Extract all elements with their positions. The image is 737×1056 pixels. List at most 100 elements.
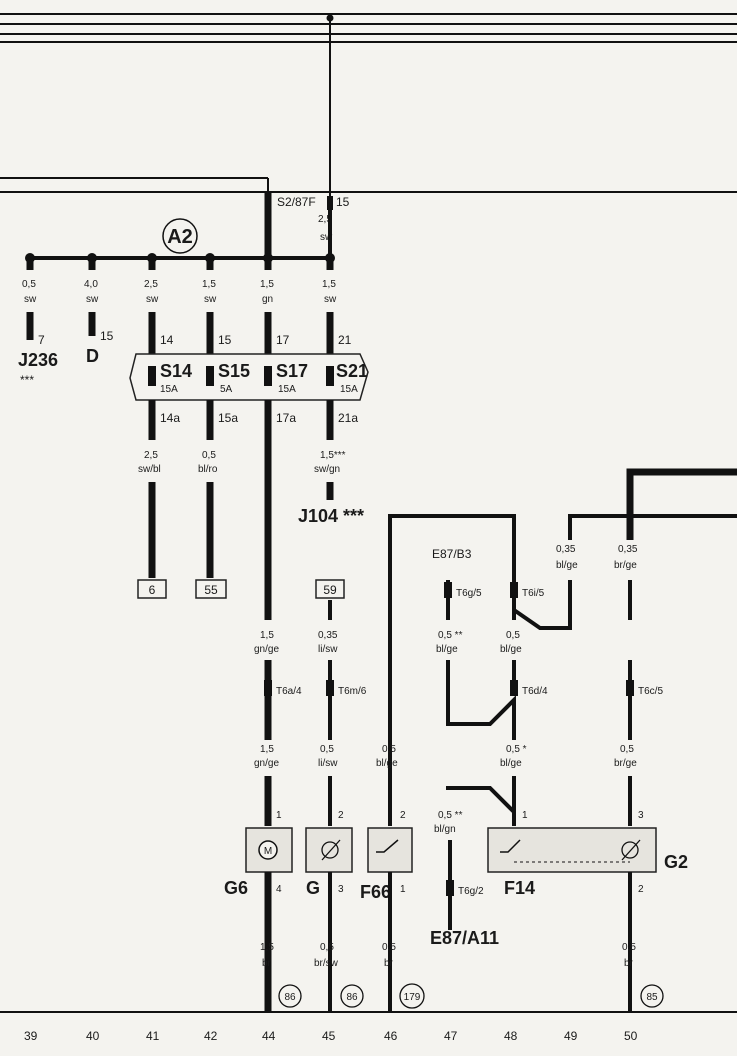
wire-color: bl/ge	[500, 758, 522, 769]
component-g	[305, 827, 353, 873]
connector-label: T6i/5	[522, 588, 545, 599]
wire-color: br	[262, 958, 272, 969]
wire-color: sw/gn	[314, 464, 340, 475]
ground-refs: 86 86 179 85	[278, 983, 664, 1009]
pin-number: 1	[522, 810, 528, 821]
feed-color: gn	[262, 294, 273, 305]
wire-color: br/ge	[614, 560, 637, 571]
wire-gauge: 0,5	[202, 450, 216, 461]
component-label-g: G	[306, 878, 320, 898]
wire-color: br/ge	[614, 758, 637, 769]
pin-number: 2	[338, 810, 344, 821]
fuse-out-pin: 15a	[218, 411, 238, 425]
a2-label-circle: A2	[162, 218, 198, 254]
column-number: 40	[86, 1029, 100, 1043]
ref-boxes: 6 55 59	[137, 579, 345, 599]
node-s2-87f: S2/87F	[277, 195, 316, 209]
component-f66	[367, 827, 413, 873]
wire-gauge: 0,35	[318, 630, 338, 641]
connector-label: T6d/4	[522, 686, 548, 697]
feed-gauge: 1,5	[202, 279, 216, 290]
column-number: 45	[322, 1029, 336, 1043]
wire-color: bl/gn	[434, 824, 456, 835]
wire-gauge: 0,5 **	[438, 810, 463, 821]
ground-ref: 86	[346, 992, 358, 1003]
component-d: D	[86, 346, 99, 366]
pin-number: 1	[276, 810, 282, 821]
wire-gauge: 0,5	[620, 744, 634, 755]
fuse-rating: 15A	[278, 384, 296, 395]
component-label-g6: G6	[224, 878, 248, 898]
wire-color: sw/bl	[138, 464, 161, 475]
fuse-out-pin: 17a	[276, 411, 296, 425]
column-numbers: 39 40 41 42 44 45 46 47 48 49 50	[24, 1029, 638, 1043]
wire-gauge: 0,5	[320, 942, 334, 953]
feed-gauge: 1,5	[260, 279, 274, 290]
component-label-f66: F66	[360, 882, 391, 902]
component-j104: J104 ***	[298, 506, 364, 526]
fuse-id: S14	[160, 361, 192, 381]
mid-wires	[264, 600, 632, 740]
column-number: 48	[504, 1029, 518, 1043]
column-number: 44	[262, 1029, 276, 1043]
pin-number: 15	[100, 329, 114, 343]
wire-gauge: 1,5	[260, 630, 274, 641]
ref-box-6: 6	[149, 583, 156, 597]
pin-number: 2	[638, 884, 644, 895]
fuse-out-pin: 21a	[338, 411, 358, 425]
feed-gauge: 2,5	[144, 279, 158, 290]
component-label-f14: F14	[504, 878, 535, 898]
wire-color: gn/ge	[254, 644, 279, 655]
connector-pin	[626, 680, 634, 696]
wire-gauge: 0,5	[382, 942, 396, 953]
wire-gauge: 1,5	[260, 942, 274, 953]
column-number: 47	[444, 1029, 458, 1043]
column-number: 46	[384, 1029, 398, 1043]
component-g6: M	[245, 827, 293, 873]
a2-label: A2	[167, 226, 193, 248]
wire-color: bl/ro	[198, 464, 218, 475]
right-wires	[388, 468, 737, 820]
wire-gauge: 0,5	[382, 744, 396, 755]
feed-labels: 0,5 sw 4,0 sw 2,5 sw 1,5 sw 1,5 gn 1,5 s…	[22, 279, 337, 305]
component-f14-g2	[487, 827, 657, 873]
fuse-rating: 5A	[220, 384, 233, 395]
fuse-rating: 15A	[160, 384, 178, 395]
wire-gauge: 1,5	[260, 744, 274, 755]
wire-color: bl/ge	[436, 644, 458, 655]
feed-color: sw	[146, 294, 159, 305]
pin-number: 21	[338, 333, 352, 347]
wire-color: br/sw	[314, 958, 339, 969]
wire-color: bl/ge	[500, 644, 522, 655]
wire-gauge: 0,35	[556, 544, 576, 555]
pin-number: 3	[338, 884, 344, 895]
pin-number: 1	[400, 884, 406, 895]
column-number: 41	[146, 1029, 160, 1043]
wire-gauge: 0,35	[618, 544, 638, 555]
pin-number: 15	[218, 333, 232, 347]
pin-number: 14	[160, 333, 174, 347]
wire-gauge: 0,5 *	[506, 744, 527, 755]
feed-color: sw	[24, 294, 37, 305]
wire-gauge: 0,5	[320, 744, 334, 755]
wire-color: br	[624, 958, 634, 969]
column-number: 49	[564, 1029, 578, 1043]
fuse-out-pin: 14a	[160, 411, 180, 425]
connector-pin	[446, 880, 454, 896]
top-bus-lines	[0, 13, 737, 200]
fuse-rating: 15A	[340, 384, 358, 395]
bottom-wires	[0, 872, 737, 1013]
pin-number: 7	[38, 333, 45, 347]
wire-gauge: 1,5***	[320, 450, 346, 461]
connector-label: T6a/4	[276, 686, 302, 697]
connector-pin	[444, 582, 452, 598]
pin-number: 17	[276, 333, 290, 347]
feed-color: sw	[204, 294, 217, 305]
below-fuse-wires	[148, 400, 334, 620]
svg-text:M: M	[264, 846, 272, 857]
connector-label: T6m/6	[338, 686, 367, 697]
connector-label: T6g/5	[456, 588, 482, 599]
fuse-id: S17	[276, 361, 308, 381]
fuse-id: S21	[336, 361, 368, 381]
